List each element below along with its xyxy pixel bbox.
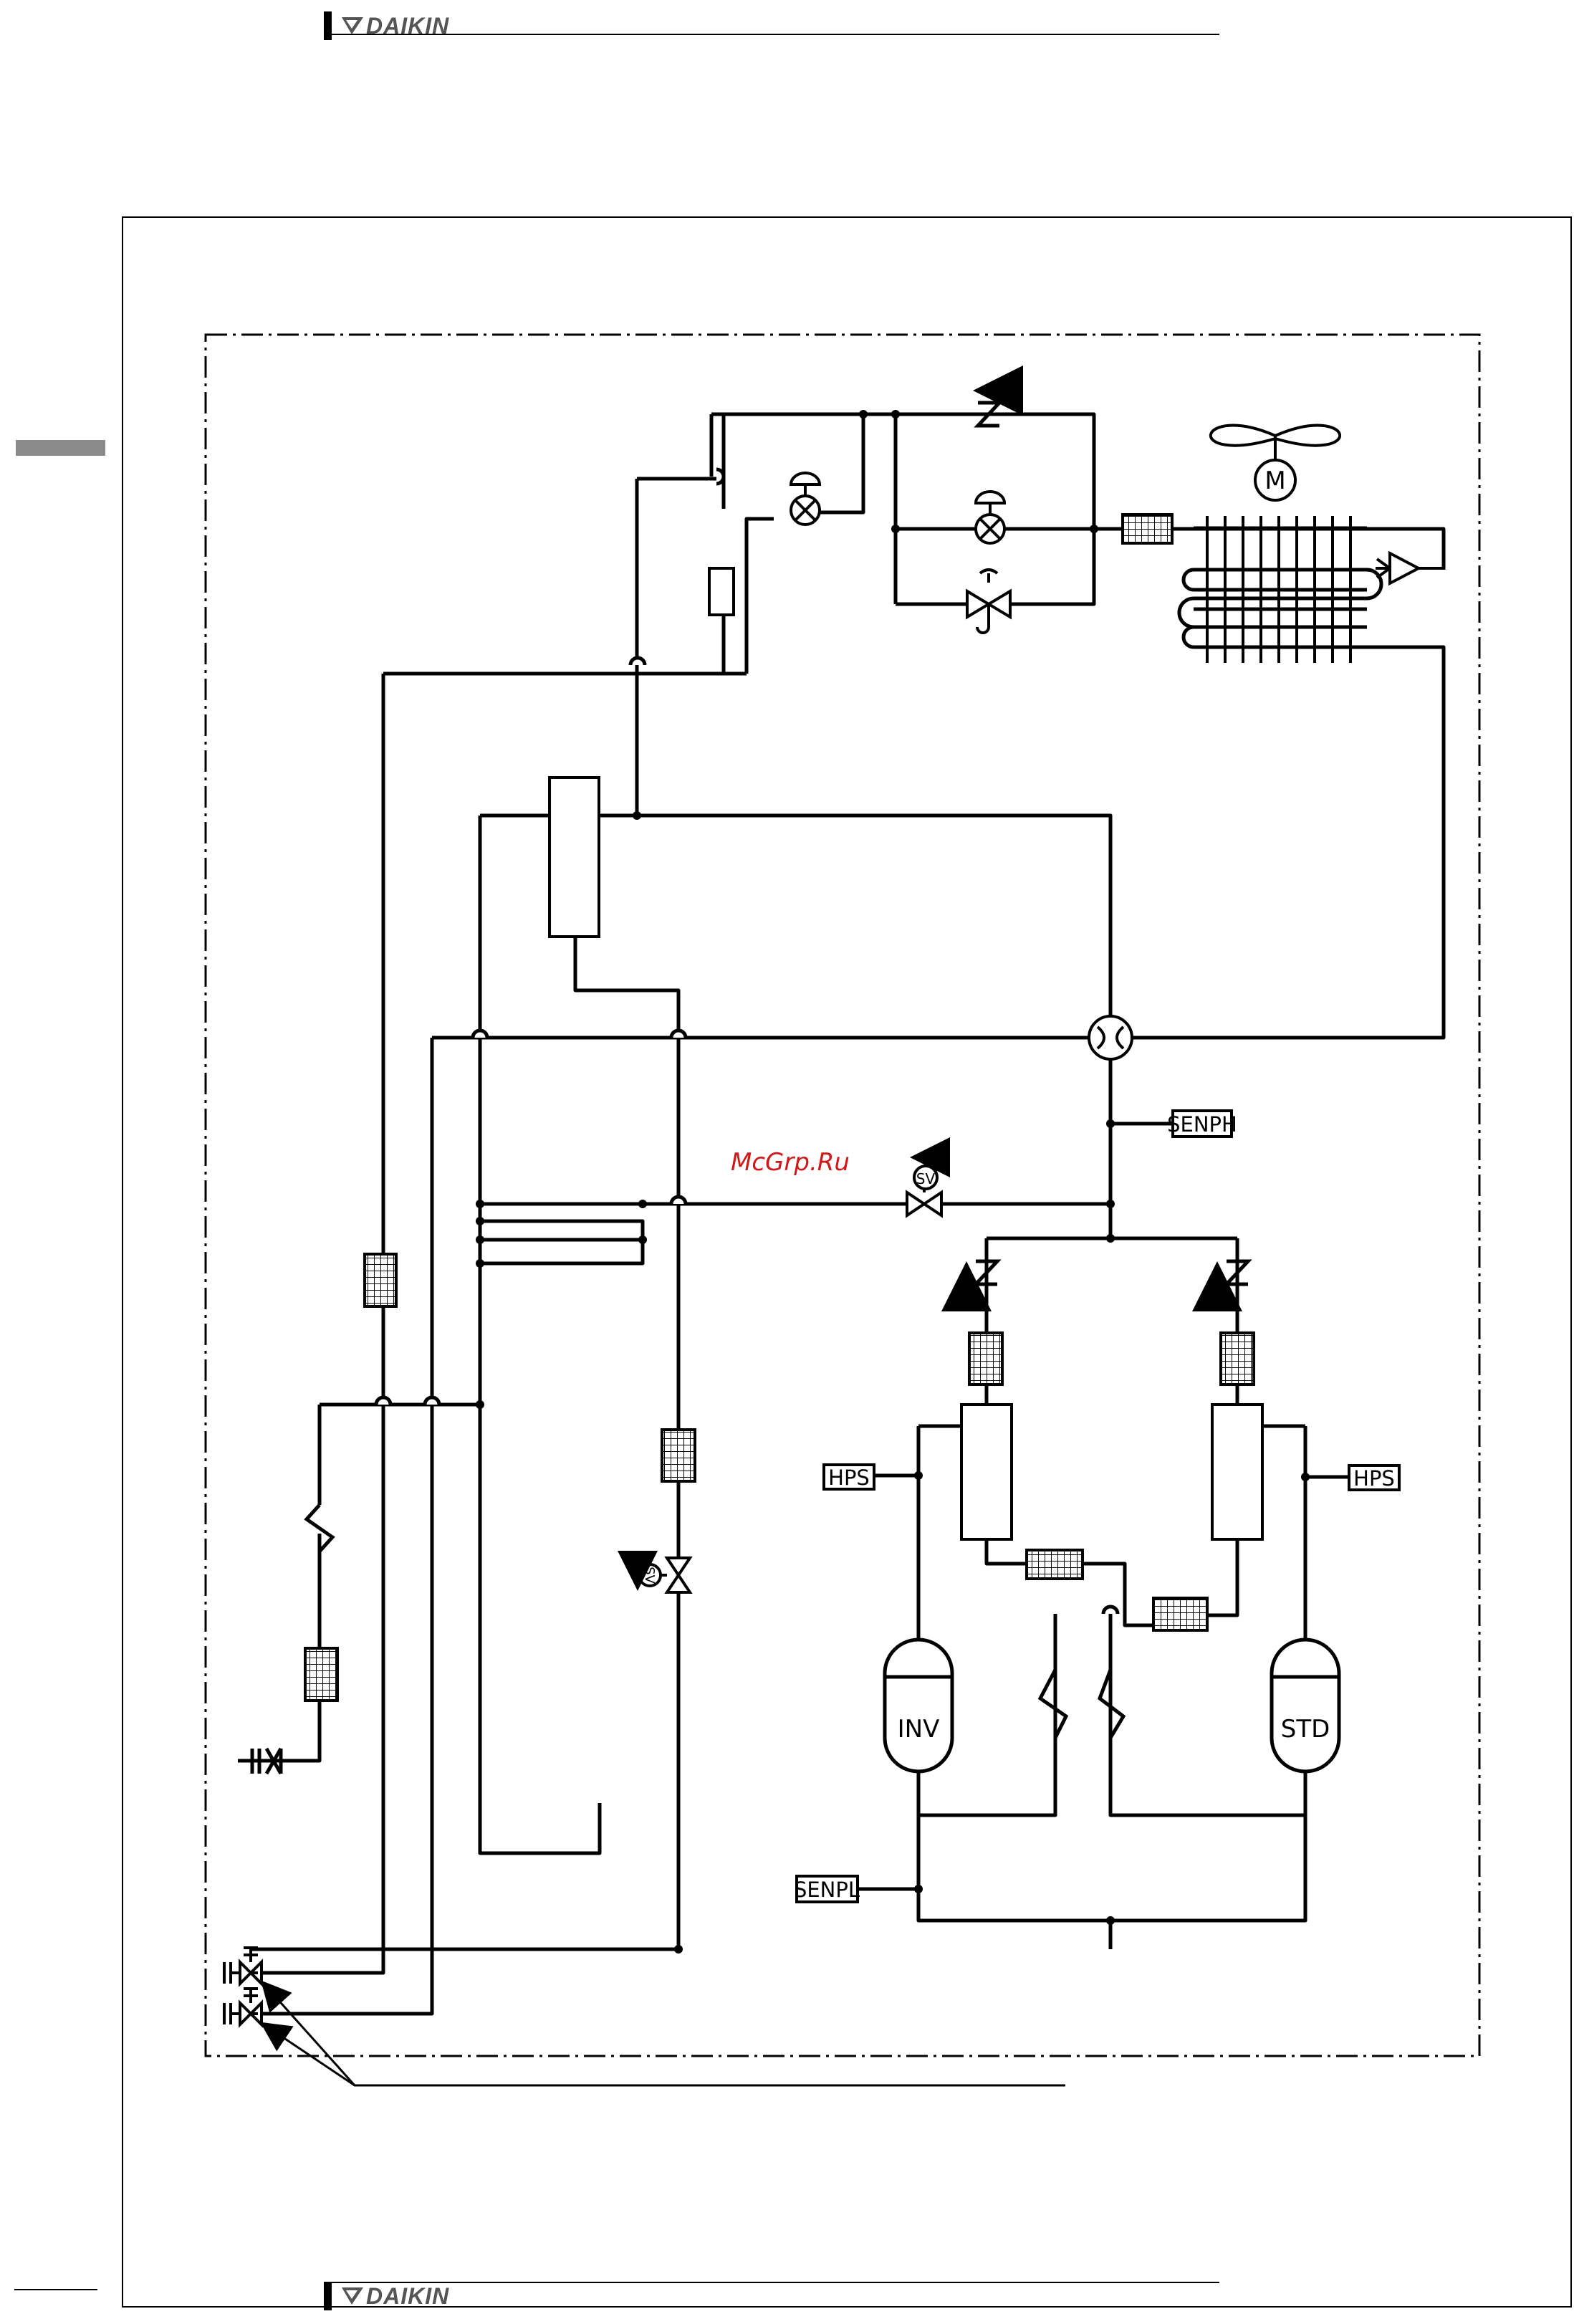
compressor-std — [1272, 1640, 1339, 1771]
hps-right-label: HPS — [1353, 1466, 1395, 1491]
filter-branch-right — [1221, 1333, 1254, 1385]
filter-left-line — [365, 1254, 396, 1306]
liquid-receiver — [550, 778, 599, 937]
stop-valves — [224, 1948, 261, 2024]
fan-blade-left — [1211, 426, 1275, 446]
sensor-boxes — [797, 1111, 1399, 1902]
stop-valve-liquid — [224, 1948, 261, 1984]
hps-left-label: HPS — [828, 1465, 870, 1490]
check-valve-branch-right — [1217, 1261, 1248, 1288]
expansion-valves — [791, 473, 1004, 543]
filter-receiver-line — [662, 1430, 695, 1481]
check-valve-top — [978, 391, 1000, 426]
senph-label: SENPH — [1167, 1112, 1237, 1137]
pressure-relief-valve — [967, 570, 1010, 633]
piping — [251, 414, 1444, 2014]
filter-oil-left — [1027, 1550, 1083, 1579]
check-valve-branch-left — [966, 1261, 997, 1288]
distributor — [1376, 553, 1444, 583]
watermark-text: McGrp.Ru — [731, 1148, 850, 1177]
check-valve-external — [238, 1749, 281, 1774]
senpl-label: SENPL — [794, 1878, 860, 1902]
compressor-inv — [885, 1640, 952, 1771]
sv-label-vertical: SV — [642, 1567, 657, 1584]
expansion-valve-left — [791, 473, 820, 525]
std-label: STD — [1281, 1715, 1330, 1744]
fan-blade-right — [1275, 426, 1340, 446]
plate-heat-exchanger — [709, 568, 734, 615]
unit-boundary — [206, 335, 1479, 2056]
filter-external-line — [305, 1648, 337, 1701]
oil-separator-right — [1212, 1405, 1262, 1539]
four-way-valve — [1089, 1016, 1132, 1059]
check-valves — [238, 391, 1248, 1774]
motor-label: M — [1265, 467, 1285, 495]
expansion-valve-center — [976, 492, 1004, 543]
oil-separator-left — [961, 1405, 1012, 1539]
sv-label-horizontal: SV — [916, 1170, 936, 1187]
stop-valve-gas — [224, 1989, 261, 2024]
filter-coil-inlet — [1123, 515, 1172, 543]
solenoid-valves — [638, 1157, 941, 1592]
inv-label: INV — [898, 1715, 940, 1744]
filter-oil-right — [1153, 1598, 1207, 1630]
filter-branch-left — [969, 1333, 1002, 1385]
stop-valve-leader — [264, 1984, 1065, 2085]
